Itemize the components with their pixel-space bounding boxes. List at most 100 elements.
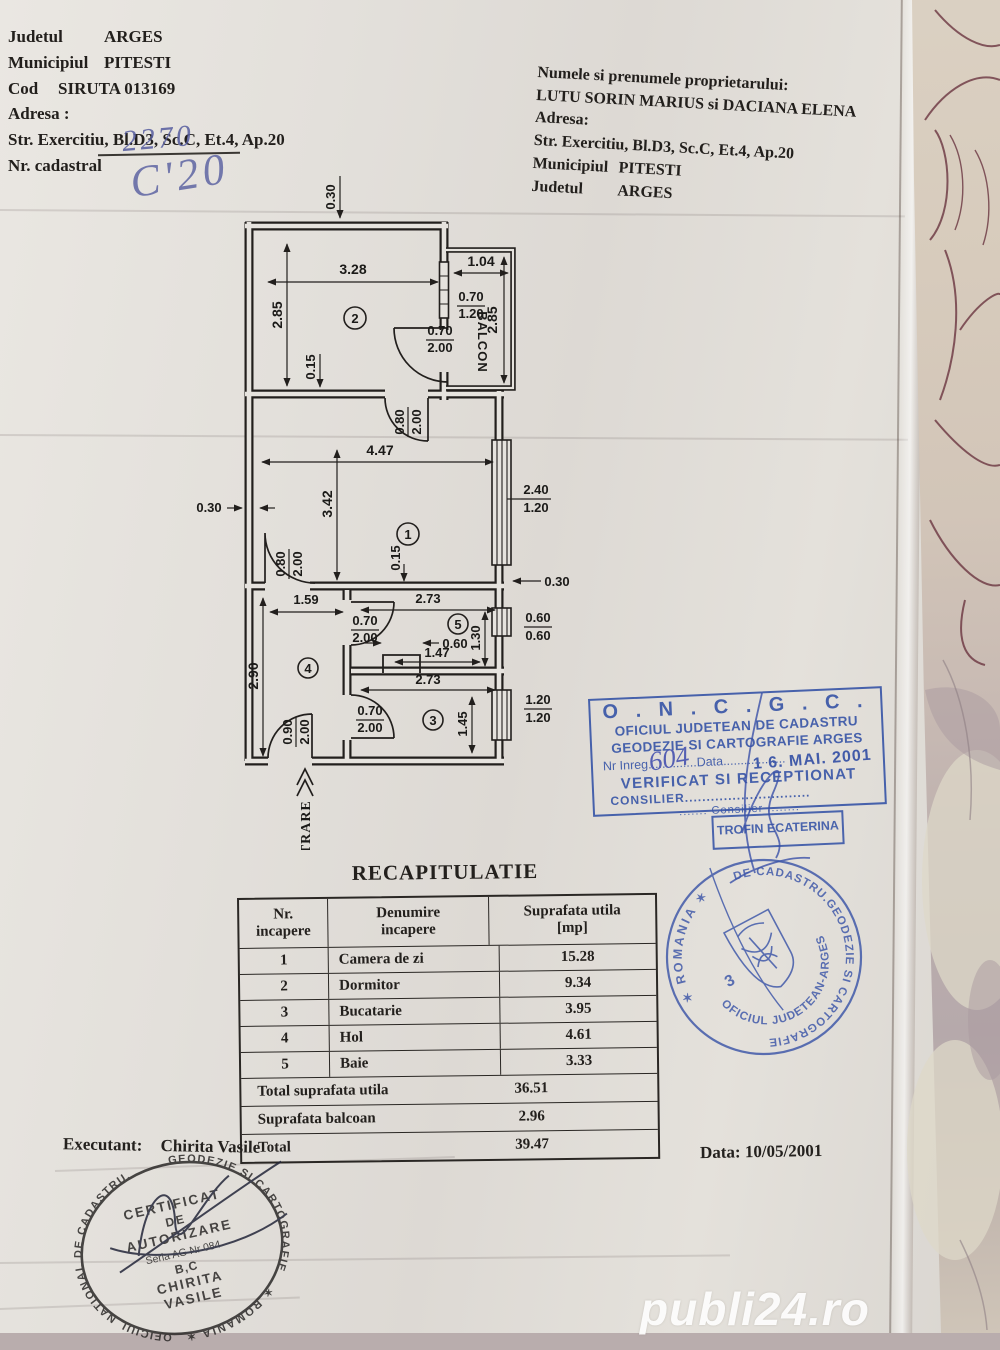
cell-name: Camera de zi [328,945,500,973]
nr-cadastral-label: Nr. cadastral [8,156,102,176]
table-total-row: Total 39.47 [241,1128,659,1162]
cell-area: 4.61 [565,1026,592,1043]
svg-text:2.00: 2.00 [352,630,377,645]
entrance-label: INTRARE [299,800,314,850]
svg-text:0.90: 0.90 [280,719,295,744]
total-value: 36.51 [514,1080,549,1097]
recap-title: RECAPITULATIE [351,859,539,885]
cell-nr: 4 [240,1025,330,1052]
dim-door-entrance: 0.90 2.00 [280,717,312,747]
dim-hall-height: 2.90 [245,662,261,689]
judet-value: ARGES [104,27,163,46]
table-row: 3 Bucatarie 3.95 [240,994,657,1026]
entrance-arrow-icon [296,767,314,797]
svg-text:2.00: 2.00 [409,409,424,434]
door-kitchen [350,694,395,739]
window-kitchen [491,689,512,741]
cell-area: 3.95 [565,1000,592,1017]
balcony-walls-inner [446,248,515,390]
bc-line: B,C [173,1258,199,1277]
dim-window-bedroom: 0.70 1.20 [457,289,485,321]
dim-window-bathroom: 0.60 0.60 [524,610,552,643]
dim-offset-livingroom: 0.15 [388,545,403,570]
coat-of-arms-icon [722,908,795,988]
svg-text:3: 3 [429,713,436,728]
total-label: Total suprafata utila [257,1082,389,1100]
proprietar-block: Numele si prenumele proprietarului: LUTU… [531,62,858,215]
svg-text:0.70: 0.70 [458,289,483,304]
round-black-stamp: OFICIUL NATIONAL DE CADASTRU. GEODEZIE S… [60,1146,300,1350]
dim-door-kitchen: 0.70 2.00 [356,703,384,735]
col-area-line1: Suprafata utila [523,902,621,920]
dim-door-livingroom-top: 0.80 2.00 [392,407,424,437]
window-bathroom [491,607,512,637]
consilier-name: TROFIN ECATERINA [716,818,840,838]
svg-text:1.20: 1.20 [523,500,548,515]
svg-text:2: 2 [351,311,358,326]
cell-nr: 5 [240,1051,331,1078]
door-livingroom-hall [264,532,316,584]
adresa-value: Str. Exercitiu, Bl.D3, Sc.C, Et.4, Ap.20 [8,130,285,150]
svg-text:2.00: 2.00 [297,719,312,744]
cell-name: Hol [329,1023,501,1051]
executant-signature [109,1160,288,1274]
svg-text:1: 1 [404,527,411,542]
oncgc-stamp: O . N . C . G . C . OFICIUL JUDETEAN DE … [588,686,887,817]
cell-area: 3.33 [565,1052,593,1069]
total-value: 2.96 [518,1108,545,1125]
door-livingroom-top [384,397,429,442]
svg-text:2.00: 2.00 [357,720,382,735]
cell-area: 9.34 [564,974,592,991]
svg-text:1.20: 1.20 [525,710,550,725]
cell-nr: 2 [239,973,330,1000]
total-value: 39.47 [515,1136,550,1153]
walls-inner [245,222,504,764]
col-name-line2: incapere [380,921,436,939]
executant-line: Executant: Chirita Vasile [63,1134,261,1157]
svg-text:5: 5 [454,617,461,632]
room-number-bathroom: 5 [447,613,469,635]
cod-value: SIRUTA 013169 [58,78,176,98]
dim-door-balcony: 0.70 2.00 [426,323,454,355]
dim-niche-width: 0.60 [442,636,467,651]
svg-text:0.70: 0.70 [352,613,377,628]
cell-name: Dormitor [328,971,501,999]
col-nr-line2: incapere [255,923,311,940]
svg-text:4: 4 [304,661,312,676]
svg-text:2.00: 2.00 [290,551,305,576]
svg-text:0.60: 0.60 [525,628,550,643]
dim-window-livingroom: 2.40 1.20 [521,482,551,515]
dim-window-kitchen: 1.20 1.20 [524,692,552,725]
dim-door-bathroom: 0.70 2.00 [351,613,379,645]
cell-name: Bucatarie [329,997,501,1025]
svg-text:0.70: 0.70 [427,323,452,338]
svg-text:1.20: 1.20 [458,306,483,321]
svg-text:2.40: 2.40 [523,482,548,497]
dim-bathroom-height: 1.30 [468,625,483,650]
dim-bedroom-height: 2.85 [269,301,285,328]
dim-bathroom-width: 2.73 [415,591,440,606]
dim-wall-right: 0.30 [544,574,569,589]
svg-text:0.60: 0.60 [525,610,550,625]
table-row: 2 Dormitor 9.34 [239,968,657,1000]
col-name-line1: Denumire [376,904,441,922]
dim-hall-width: 1.59 [293,592,318,607]
svg-text:0.70: 0.70 [357,703,382,718]
door-entrance [267,713,313,759]
dim-livingroom-width: 4.47 [366,442,393,458]
table-row: 1 Camera de zi 15.28 [239,942,656,974]
dim-wall-top: 0.30 [323,184,338,209]
dim-balcony-width: 1.04 [467,253,494,269]
dim-niche-length: 1.47 [424,645,449,660]
nr-inreg-label: Nr Inreg [602,757,649,774]
data-label: Data [696,754,724,770]
svg-text:2.00: 2.00 [427,340,452,355]
municipiu-value: PITESTI [618,159,683,180]
room-number-kitchen: 3 [422,709,444,731]
door-balcony [393,327,449,383]
round-blue-stamp: ✶ ROMANIA ✶ DE CADASTRU.GEODEZIE SI CART… [650,843,878,1055]
svg-text:1.20: 1.20 [525,692,550,707]
